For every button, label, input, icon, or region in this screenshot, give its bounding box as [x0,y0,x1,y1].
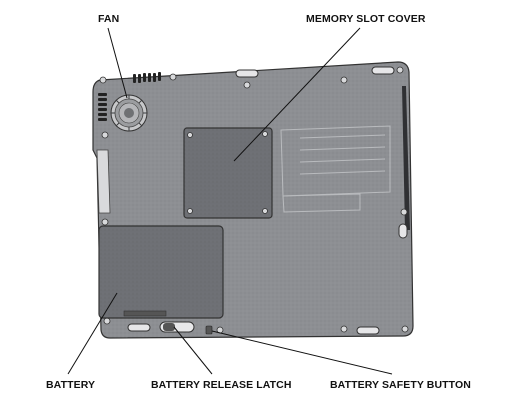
battery-label: BATTERY [46,379,96,391]
leader-lines [67,27,393,375]
left-hinge-bump [96,149,111,214]
memory-slot-cover [183,127,273,219]
rubber-feet [127,66,408,335]
label-plate [280,125,391,213]
right-edge [402,86,410,230]
battery-release-latch-shape [159,321,195,333]
memory-slot-cover-label: MEMORY SLOT COVER [306,13,426,25]
battery-release-latch-label: BATTERY RELEASE LATCH [151,379,292,391]
battery-safety-button-shape [205,325,213,335]
battery-pack [98,225,224,319]
fan-label: FAN [98,13,120,25]
battery-safety-button-label: BATTERY SAFETY BUTTON [330,379,471,391]
fan-vent-top [133,72,161,83]
fan [110,94,148,132]
fan-vent-left [98,93,107,121]
